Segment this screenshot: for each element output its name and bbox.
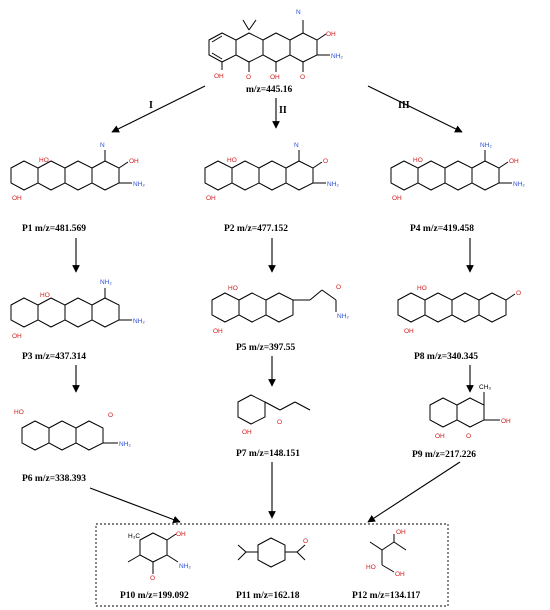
p3-atom-ho: HO (40, 292, 50, 299)
p2-atom-ho: HO (227, 157, 237, 164)
p4-label: P4 m/z=419.458 (410, 224, 474, 234)
p4-atom-oh2: OH (392, 195, 402, 202)
p3-atom-nh2: NH₂ (133, 318, 145, 325)
p11-structure (237, 537, 306, 568)
p3-label: P3 m/z=437.314 (22, 352, 86, 362)
p9-atom-oh: OH (435, 433, 445, 440)
p1-structure (10, 150, 132, 191)
parent-atom-o2: O (300, 74, 305, 81)
p3-structure (10, 288, 132, 328)
p8-atom-oh: OH (404, 328, 414, 335)
parent-atom-oh: OH (326, 31, 336, 38)
p4-atom-oh: OH (509, 158, 519, 165)
p2-atom-n: N (294, 142, 299, 149)
p7-atom-oh: OH (242, 429, 252, 436)
parent-atom-oh3: OH (270, 74, 280, 81)
p4-atom-nh2: NH₂ (513, 181, 525, 188)
p6-label: P6 m/z=338.393 (22, 474, 86, 484)
p4-atom-ho: HO (413, 157, 423, 164)
p9-atom-ch3: CH₃ (479, 384, 491, 391)
p1-label: P1 m/z=481.569 (22, 224, 86, 234)
p1-atom-n: N (100, 142, 105, 149)
p3-atom-nh2-top: NH₂ (100, 279, 112, 286)
p11-atom-o: O (303, 538, 308, 545)
final-products-box (95, 523, 449, 607)
parent-structure (208, 19, 330, 72)
p5-structure (211, 289, 337, 323)
p8-structure (397, 292, 516, 323)
parent-atom-oh2: OH (214, 73, 224, 80)
p12-label: P12 m/z=134.117 (352, 591, 420, 601)
p7-structure (237, 394, 311, 425)
pathway-i-label: I (149, 100, 153, 111)
p12-atom-oh: OH (396, 529, 406, 536)
pathway-ii-label: II (279, 105, 287, 116)
p10-structure (127, 532, 179, 574)
p9-atom-oh2: OH (501, 418, 511, 425)
p10-atom-nh2: NH₂ (179, 563, 191, 570)
p8-label: P8 m/z=340.345 (414, 352, 478, 362)
p8-atom-ho: HO (417, 285, 427, 292)
p4-atom-nh2-top: NH₂ (480, 142, 492, 149)
p2-atom-oh: OH (206, 195, 216, 202)
p1-atom-oh: OH (129, 158, 139, 165)
p6-atom-o: O (108, 412, 113, 419)
p2-atom-nh2: NH₂ (327, 181, 339, 188)
p7-label: P7 m/z=148.151 (236, 449, 300, 459)
p9-atom-o: O (466, 433, 471, 440)
p5-atom-oh: OH (213, 328, 223, 335)
p5-atom-o: O (336, 284, 341, 291)
p6-atom-nh2: NH₂ (119, 441, 131, 448)
p1-atom-oh2: OH (12, 195, 22, 202)
parent-mz-label: m/z=445.16 (246, 85, 293, 95)
p5-atom-ho: HO (228, 285, 238, 292)
p10-atom-oh: OH (176, 531, 186, 538)
p6-structure (21, 420, 118, 451)
arrow-pathway-iii (367, 85, 463, 133)
p10-atom-o: O (150, 575, 155, 582)
p8-atom-o: O (516, 290, 521, 297)
p2-atom-o: O (323, 158, 328, 165)
p10-atom-h3c: H₃C (128, 533, 140, 540)
p12-atom-oh2: OH (395, 571, 405, 578)
parent-atom-nh2: NH₂ (331, 53, 343, 60)
arrow-pathway-i (111, 85, 206, 133)
p9-label: P9 m/z=217.226 (412, 450, 476, 460)
p6-atom-ho: HO (14, 409, 24, 416)
arrow-p9-final (367, 461, 461, 523)
p11-label: P11 m/z=162.18 (236, 591, 300, 601)
p5-label: P5 m/z=397.55 (236, 343, 295, 353)
p2-structure (204, 150, 326, 191)
p7-atom-o: O (277, 419, 282, 426)
p12-structure (369, 534, 407, 573)
p9-structure (429, 392, 500, 428)
p1-atom-ho: HO (39, 157, 49, 164)
p3-atom-oh: OH (12, 333, 22, 340)
parent-atom-o: O (246, 74, 251, 81)
p1-atom-nh2: NH₂ (133, 181, 145, 188)
p10-label: P10 m/z=199.092 (120, 591, 189, 601)
p5-atom-nh2: NH₂ (337, 313, 349, 320)
p4-structure (390, 150, 512, 191)
parent-atom-n: N (296, 9, 301, 16)
p2-label: P2 m/z=477.152 (224, 224, 288, 234)
arrow-p6-final (89, 487, 181, 524)
pathway-iii-label: III (398, 100, 410, 111)
p12-atom-ho: HO (366, 564, 376, 571)
